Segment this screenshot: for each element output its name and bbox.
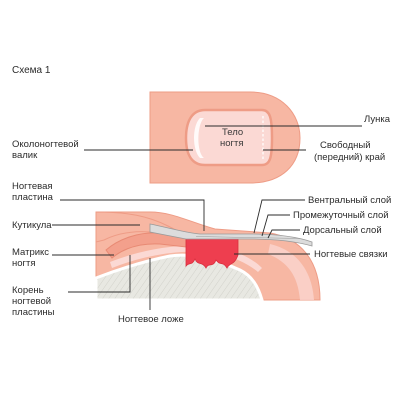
free-edge-label-line1: Свободный bbox=[320, 140, 371, 151]
intermediate-layer-label: Промежуточный слой bbox=[293, 210, 389, 221]
leader-ventral-layer bbox=[253, 199, 305, 234]
dorsal-layer-label: Дорсальный слой bbox=[303, 225, 382, 236]
diagram-title: Схема 1 bbox=[12, 65, 51, 76]
nail-plate-section bbox=[149, 223, 313, 247]
free-edge-label-line2: (передний) край bbox=[314, 152, 385, 163]
leader-nail-root bbox=[68, 255, 131, 293]
nail-plate-label-line2: пластина bbox=[12, 192, 54, 203]
lunula-shape bbox=[194, 118, 204, 158]
finger-cross-section bbox=[94, 211, 321, 302]
ventral-layer-label: Вентральный слой bbox=[308, 195, 391, 206]
nail-bed-label: Ногтевое ложе bbox=[118, 314, 184, 325]
nail-plate-top bbox=[184, 108, 274, 167]
matrix-label-line1: Матрикс bbox=[12, 247, 49, 258]
nail-ligaments bbox=[185, 235, 239, 269]
leader-dorsal-layer bbox=[267, 229, 300, 239]
nail-root-label-line2: ногтевой bbox=[12, 296, 51, 307]
matrix-label-line2: ногтя bbox=[12, 258, 36, 269]
nail-body-label-line1: Тело bbox=[222, 127, 243, 138]
fingertip-pulp bbox=[268, 244, 314, 300]
leader-nail-plate bbox=[60, 199, 205, 231]
plate-layer-line bbox=[195, 236, 301, 239]
nail-fold-label-line2: валик bbox=[12, 150, 38, 161]
nail-root-label-line3: пластины bbox=[12, 307, 55, 318]
lunula-label: Лунка bbox=[364, 114, 391, 125]
nail-ligaments-label: Ногтевые связки bbox=[314, 249, 388, 260]
nail-root-label-line1: Корень bbox=[12, 285, 44, 296]
cuticle-label: Кутикула bbox=[12, 220, 52, 231]
nail-plate-label-line1: Ногтевая bbox=[12, 181, 53, 192]
finger-top-view bbox=[149, 91, 301, 184]
leader-intermediate-layer bbox=[261, 214, 290, 237]
nail-fold-label-line1: Околоногтевой bbox=[12, 139, 79, 150]
nail-body-label-line2: ногтя bbox=[220, 138, 244, 149]
